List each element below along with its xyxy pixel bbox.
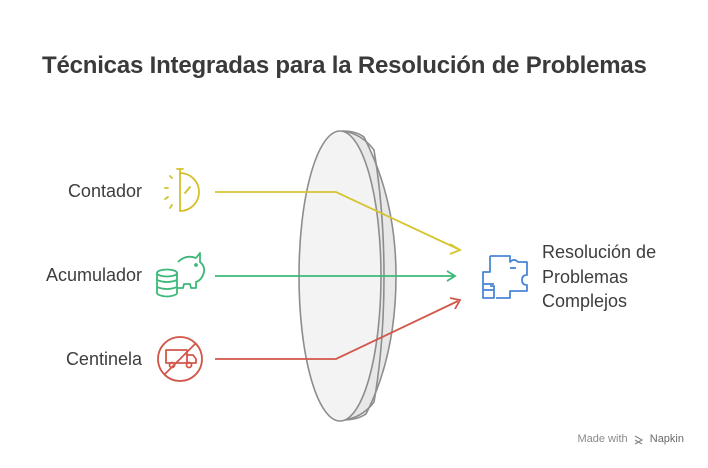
input-label-centinela: Centinela [65,349,142,369]
made-with-napkin-watermark[interactable]: Made with Napkin [577,433,684,445]
output-label-line-3: Complejos [542,291,628,311]
diagram-title: Técnicas Integradas para la Resolución d… [42,52,647,79]
arrow-centinela [215,300,459,360]
arrow-contador [215,191,459,250]
output-label-line-2: Problemas [542,266,629,287]
watermark-prefix: Made with [577,433,628,445]
output-label-line-1: Resolución de [542,242,657,262]
input-label-acumulador: Acumulador [45,265,142,285]
output-label: Resolución de Problemas Complejos [542,240,656,314]
arrows [215,191,463,360]
arrowhead-contador [449,243,463,255]
arrowhead-acumulador [446,270,457,282]
arrowhead-centinela [449,297,462,310]
input-label-contador: Contador [67,181,142,201]
puzzle-flowchart-icon [482,255,528,299]
watermark-brand: Napkin [649,433,684,445]
piggy-bank-coins-icon [156,252,206,298]
stopwatch-icon [164,168,200,212]
no-vehicle-icon [157,336,203,382]
napkin-logo-icon [634,435,644,445]
